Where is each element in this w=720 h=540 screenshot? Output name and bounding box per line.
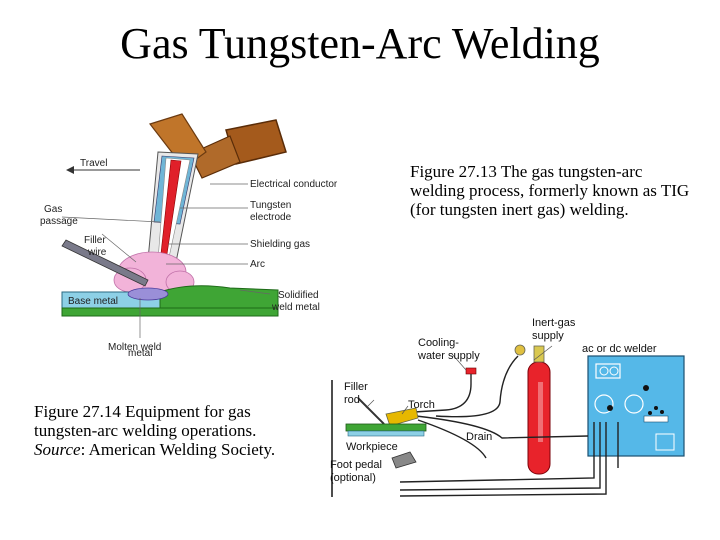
- label-inert-gas-supply: Inert-gas: [532, 317, 576, 329]
- label-inert-gas-supply-2: supply: [532, 330, 564, 342]
- label-filler-rod: Filler: [344, 381, 368, 393]
- label-cooling-water: Cooling-: [418, 337, 459, 349]
- label-filler-rod-2: rod: [344, 394, 360, 406]
- caption-prefix: Figure 27.14 Equipment for gas tungsten-…: [34, 402, 257, 440]
- label-drain: Drain: [466, 431, 492, 443]
- figure-27-14-equipment-diagram: Inert-gas supply Cooling- water supply a…: [330, 317, 685, 497]
- torch-and-filler-rod: [357, 397, 419, 427]
- molten-weld-pool: [127, 287, 169, 301]
- leader-lines: [61, 183, 271, 338]
- slide-title: Gas Tungsten-Arc Welding: [120, 19, 600, 68]
- filler-wire: [61, 239, 149, 287]
- caption-suffix: : American Welding Society.: [80, 440, 276, 459]
- label-welder: ac or dc welder: [582, 343, 657, 355]
- label-gas-passage-2: passage: [40, 216, 78, 227]
- label-molten-weld: Molten weld: [108, 342, 161, 353]
- label-arc: Arc: [250, 259, 265, 270]
- torch-body: [147, 113, 207, 275]
- label-filler-wire-2: wire: [87, 247, 107, 258]
- label-filler-wire: Filler: [84, 235, 106, 246]
- foot-pedal: [391, 451, 417, 469]
- label-foot-pedal: Foot pedal: [330, 459, 382, 471]
- welder-unit: [587, 355, 685, 457]
- label-workpiece: Workpiece: [346, 441, 398, 453]
- solidified-weld: [159, 285, 279, 309]
- label-molten-weld-2: metal: [128, 348, 152, 357]
- label-travel: Travel: [80, 158, 107, 169]
- label-gas-passage: Gas: [44, 204, 62, 215]
- caption-source-label: Source: [34, 440, 81, 459]
- label-tungsten-electrode-2: electrode: [250, 212, 292, 223]
- inert-gas-cylinder: [514, 344, 551, 475]
- figure-27-14-caption: Figure 27.14 Equipment for gas tungsten-…: [34, 402, 304, 459]
- workpiece: [345, 423, 427, 437]
- label-cooling-water-2: water supply: [417, 350, 480, 362]
- label-shielding-gas: Shielding gas: [250, 239, 310, 250]
- figure-27-13-tig-diagram: Travel Gas passage Filler wire Electrica…: [40, 113, 338, 357]
- cooling-water-valve: [465, 367, 477, 384]
- electrical-conductor-block: [189, 119, 287, 179]
- label-electrical-conductor: Electrical conductor: [250, 179, 338, 190]
- figure-27-13-caption: Figure 27.13 The gas tungsten-arc weldin…: [410, 162, 690, 219]
- label-base-metal: Base metal: [68, 296, 118, 307]
- label-tungsten-electrode: Tungsten: [250, 200, 291, 211]
- label-solidified-weld: Solidified: [278, 290, 319, 301]
- label-foot-pedal-2: (optional): [330, 472, 376, 484]
- label-torch: Torch: [408, 399, 435, 411]
- hoses: [399, 355, 619, 497]
- label-solidified-weld-2: weld metal: [271, 302, 320, 313]
